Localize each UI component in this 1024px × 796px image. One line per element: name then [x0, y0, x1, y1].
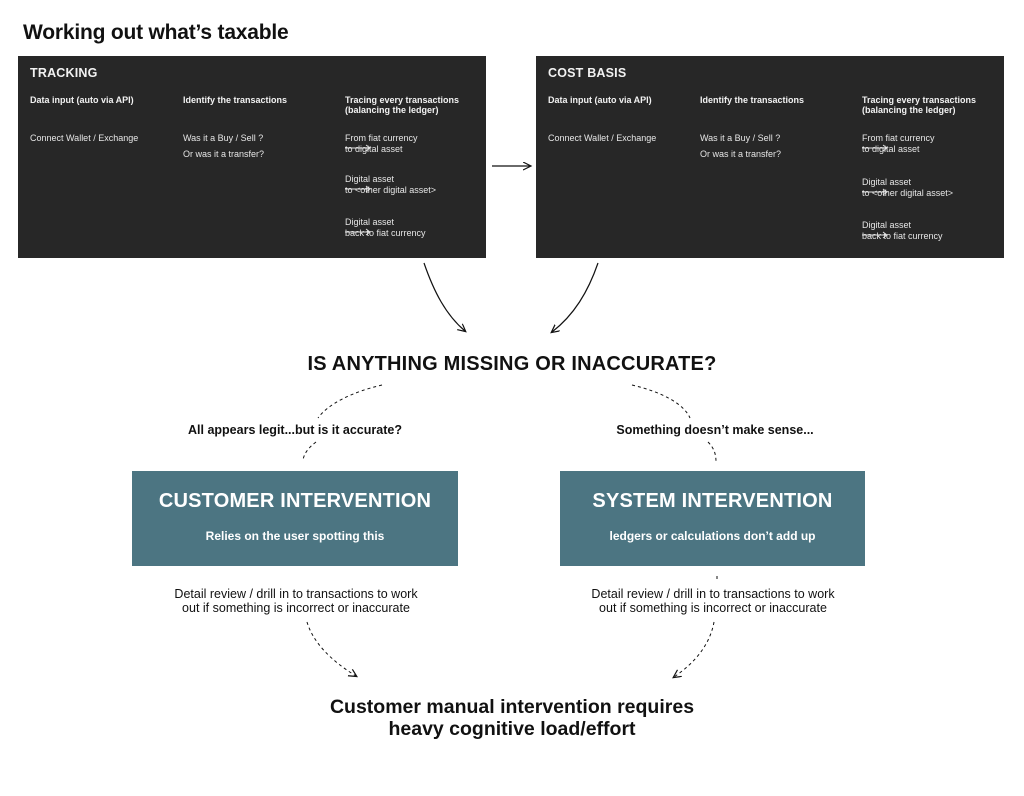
flow-from-label: Digital asset	[345, 174, 395, 184]
tracing-heading: Tracing every transactions (balancing th…	[345, 95, 459, 115]
long-arrow-icon	[862, 231, 888, 239]
flow-digital-to-digital: Digital asset to <other digital asset>	[345, 174, 436, 196]
detail-line: out if something is incorrect or inaccur…	[182, 601, 410, 615]
identify-transactions-heading: Identify the transactions	[183, 95, 288, 105]
flow-digital-to-digital: Digital asset to <other digital asset>	[862, 177, 953, 199]
conclusion-line: Customer manual intervention requires	[329, 696, 695, 718]
flow-to-row: to <other digital asset>	[862, 188, 953, 199]
system-intervention-subtitle: ledgers or calculations don’t add up	[609, 529, 816, 543]
long-arrow-icon	[345, 144, 371, 152]
flow-to-label: to <other digital asset>	[862, 188, 954, 198]
tracing-heading-line1: Tracing every transactions	[862, 95, 977, 105]
long-arrow-icon	[862, 188, 888, 196]
left-branch-label: All appears legit...but is it accurate?	[188, 423, 402, 437]
tracking-panel: TRACKING Data input (auto via API) Conne…	[18, 56, 486, 258]
flow-fiat-to-digital: From fiat currency to digital asset	[345, 133, 418, 155]
flow-from-label: Digital asset	[345, 217, 395, 227]
flow-to-row: to digital asset	[862, 144, 935, 155]
flow-to-label: back to fiat currency	[862, 231, 943, 241]
page-title: Working out what’s taxable	[23, 21, 289, 44]
detail-line: Detail review / drill in to transactions…	[174, 587, 418, 601]
system-intervention-box: SYSTEM INTERVENTION ledgers or calculati…	[560, 471, 865, 566]
tracing-heading-line2: (balancing the ledger)	[345, 105, 439, 115]
flow-from-label: From fiat currency	[345, 133, 418, 143]
customer-intervention-subtitle: Relies on the user spotting this	[205, 529, 385, 543]
connect-wallet-text: Connect Wallet / Exchange	[548, 133, 657, 143]
flow-to-row: to <other digital asset>	[345, 185, 436, 196]
connect-wallet-text: Connect Wallet / Exchange	[30, 133, 139, 143]
tracing-heading: Tracing every transactions (balancing th…	[862, 95, 976, 115]
detail-line: Detail review / drill in to transactions…	[591, 587, 835, 601]
right-branch-label: Something doesn’t make sense...	[616, 423, 814, 437]
tracking-to-question-arrow	[423, 262, 465, 331]
flow-to-label: to digital asset	[345, 144, 403, 154]
detail-line: out if something is incorrect or inaccur…	[599, 601, 827, 615]
flow-to-row: back to fiat currency	[345, 228, 426, 239]
flow-from-label: Digital asset	[862, 220, 912, 230]
left-detail-review-text: Detail review / drill in to transactions…	[146, 587, 446, 615]
flow-to-row: to digital asset	[345, 144, 418, 155]
flow-to-label: to <other digital asset>	[345, 185, 437, 195]
system-intervention-title: SYSTEM INTERVENTION	[592, 490, 833, 512]
transfer-question: Or was it a transfer?	[700, 149, 782, 159]
data-input-heading: Data input (auto via API)	[548, 95, 652, 105]
flow-from-label: Digital asset	[862, 177, 912, 187]
tracing-heading-line1: Tracing every transactions	[345, 95, 460, 105]
left-detail-to-conclusion-dashed	[306, 621, 356, 676]
flow-from-label: From fiat currency	[862, 133, 935, 143]
long-arrow-icon	[862, 144, 888, 152]
panel-title: TRACKING	[30, 66, 98, 80]
long-arrow-icon	[345, 185, 371, 193]
data-input-heading: Data input (auto via API)	[30, 95, 134, 105]
conclusion-text: Customer manual intervention requires he…	[0, 696, 1024, 740]
panel-title: COST BASIS	[548, 66, 627, 80]
costbasis-to-question-arrow	[552, 262, 599, 332]
conclusion-line: heavy cognitive load/effort	[388, 718, 636, 740]
identify-transactions-heading: Identify the transactions	[700, 95, 805, 105]
flow-to-label: to digital asset	[862, 144, 920, 154]
flow-fiat-to-digital: From fiat currency to digital asset	[862, 133, 935, 155]
flow-digital-to-fiat: Digital asset back to fiat currency	[862, 220, 943, 242]
buy-sell-question: Was it a Buy / Sell ?	[183, 133, 264, 143]
flow-to-label: back to fiat currency	[345, 228, 426, 238]
cost-basis-panel: COST BASIS Data input (auto via API) Con…	[536, 56, 1004, 258]
customer-intervention-box: CUSTOMER INTERVENTION Relies on the user…	[132, 471, 458, 566]
buy-sell-question: Was it a Buy / Sell ?	[700, 133, 781, 143]
customer-intervention-title: CUSTOMER INTERVENTION	[158, 490, 432, 512]
missing-inaccurate-question: IS ANYTHING MISSING OR INACCURATE?	[307, 353, 717, 375]
tracing-heading-line2: (balancing the ledger)	[862, 105, 956, 115]
flow-to-row: back to fiat currency	[862, 231, 943, 242]
right-detail-review-text: Detail review / drill in to transactions…	[563, 587, 863, 615]
long-arrow-icon	[345, 228, 371, 236]
flow-digital-to-fiat: Digital asset back to fiat currency	[345, 217, 426, 239]
transfer-question: Or was it a transfer?	[183, 149, 265, 159]
